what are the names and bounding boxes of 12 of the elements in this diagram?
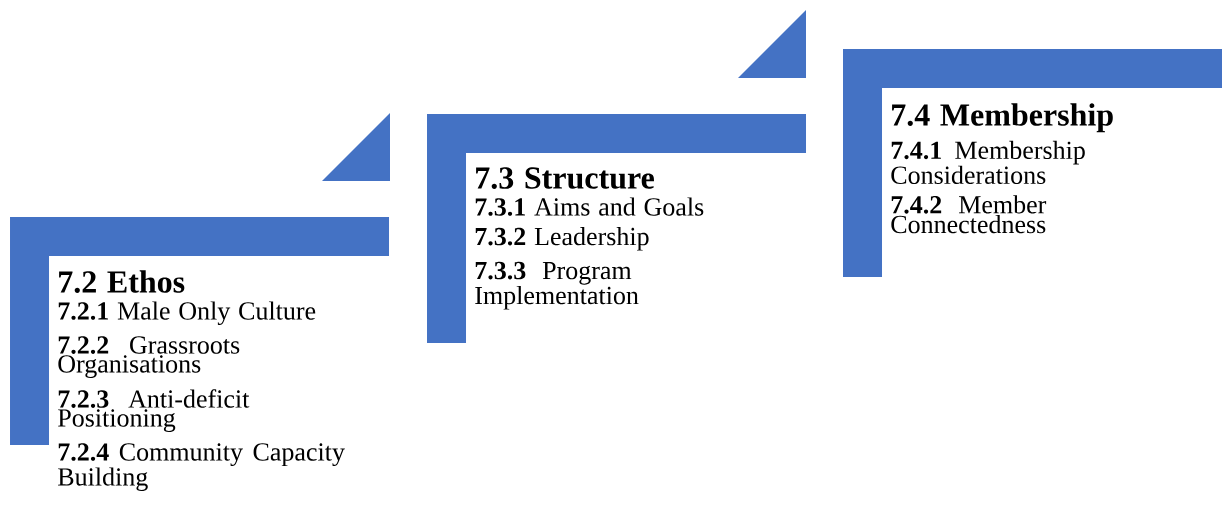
step-heading: 7.2 Ethos: [59, 270, 185, 293]
step-item: 7.2.3 Anti-deficit Positioning: [58, 389, 250, 433]
step-item: 7.4.1 Membership Considerations: [891, 140, 1085, 184]
step-heading: 7.4 Membership: [892, 103, 1113, 133]
step-item: 7.4.2 Member Connectedness: [891, 195, 1047, 234]
step-item: 7.3.2 Leadership: [475, 227, 649, 251]
step-item: 7.3.1 Aims and Goals: [475, 197, 704, 216]
step-item: 7.2.4 Community Capacity Building: [58, 443, 345, 492]
step-item: 7.2.1 Male Only Culture: [58, 301, 316, 326]
step-heading: 7.3 Structure: [476, 167, 654, 189]
step-item: 7.2.2 Grassroots Organisations: [58, 336, 240, 379]
step-item: 7.3.3 Program Implementation: [475, 261, 639, 310]
